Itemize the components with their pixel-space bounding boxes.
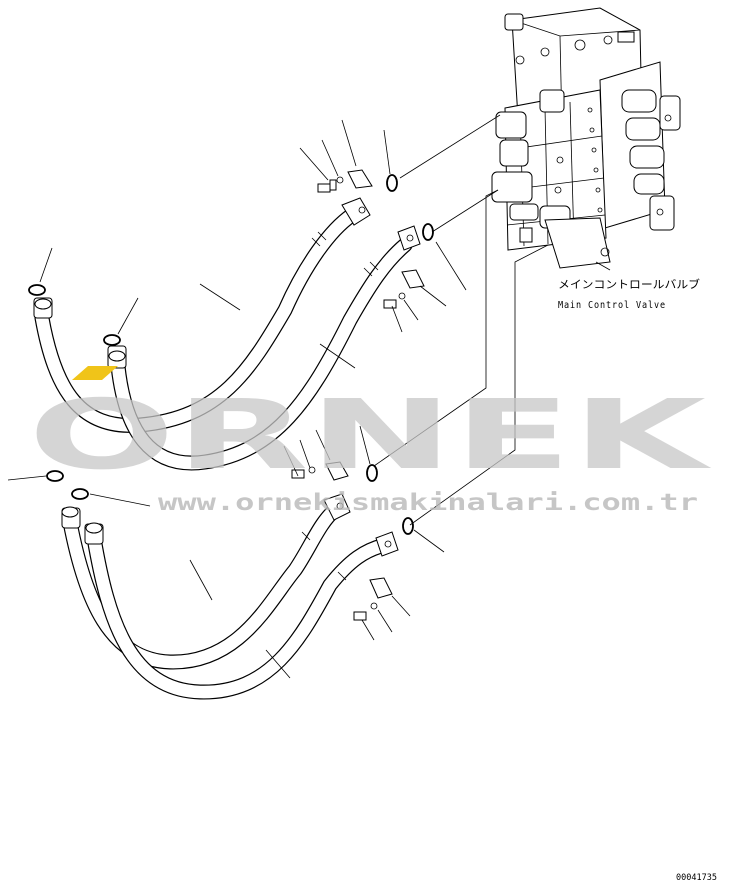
hose-fittings-lower	[61, 506, 104, 545]
watermark: ORNEK www.ornekismakinalari.com.tr	[28, 366, 713, 516]
flange-lower	[323, 461, 399, 599]
valve-label-leader	[595, 261, 611, 271]
routing-lines	[373, 114, 549, 526]
o-rings	[28, 174, 434, 535]
figure-number: 00041735	[676, 873, 717, 883]
watermark-url: www.ornekismakinalari.com.tr	[158, 490, 698, 516]
valve-label-en: Main Control Valve	[558, 300, 666, 311]
valve-bolt-holes	[554, 107, 603, 213]
upper-hose-b	[110, 237, 413, 471]
main-control-valve	[491, 7, 681, 269]
watermark-accent-icon	[72, 366, 118, 380]
flange-upper	[341, 169, 425, 289]
watermark-brand: ORNEK	[28, 379, 713, 491]
valve-label-jp: メインコントロールバルブ	[558, 277, 700, 291]
hose-fittings-upper	[33, 297, 127, 369]
lower-hose-b	[86, 530, 393, 700]
callout-leaders	[7, 119, 467, 679]
bolts-upper	[317, 176, 406, 309]
bolts-lower	[291, 466, 378, 621]
solenoid-stack	[621, 89, 681, 231]
lower-hose-a	[62, 502, 343, 670]
upper-hose-a	[34, 207, 360, 433]
